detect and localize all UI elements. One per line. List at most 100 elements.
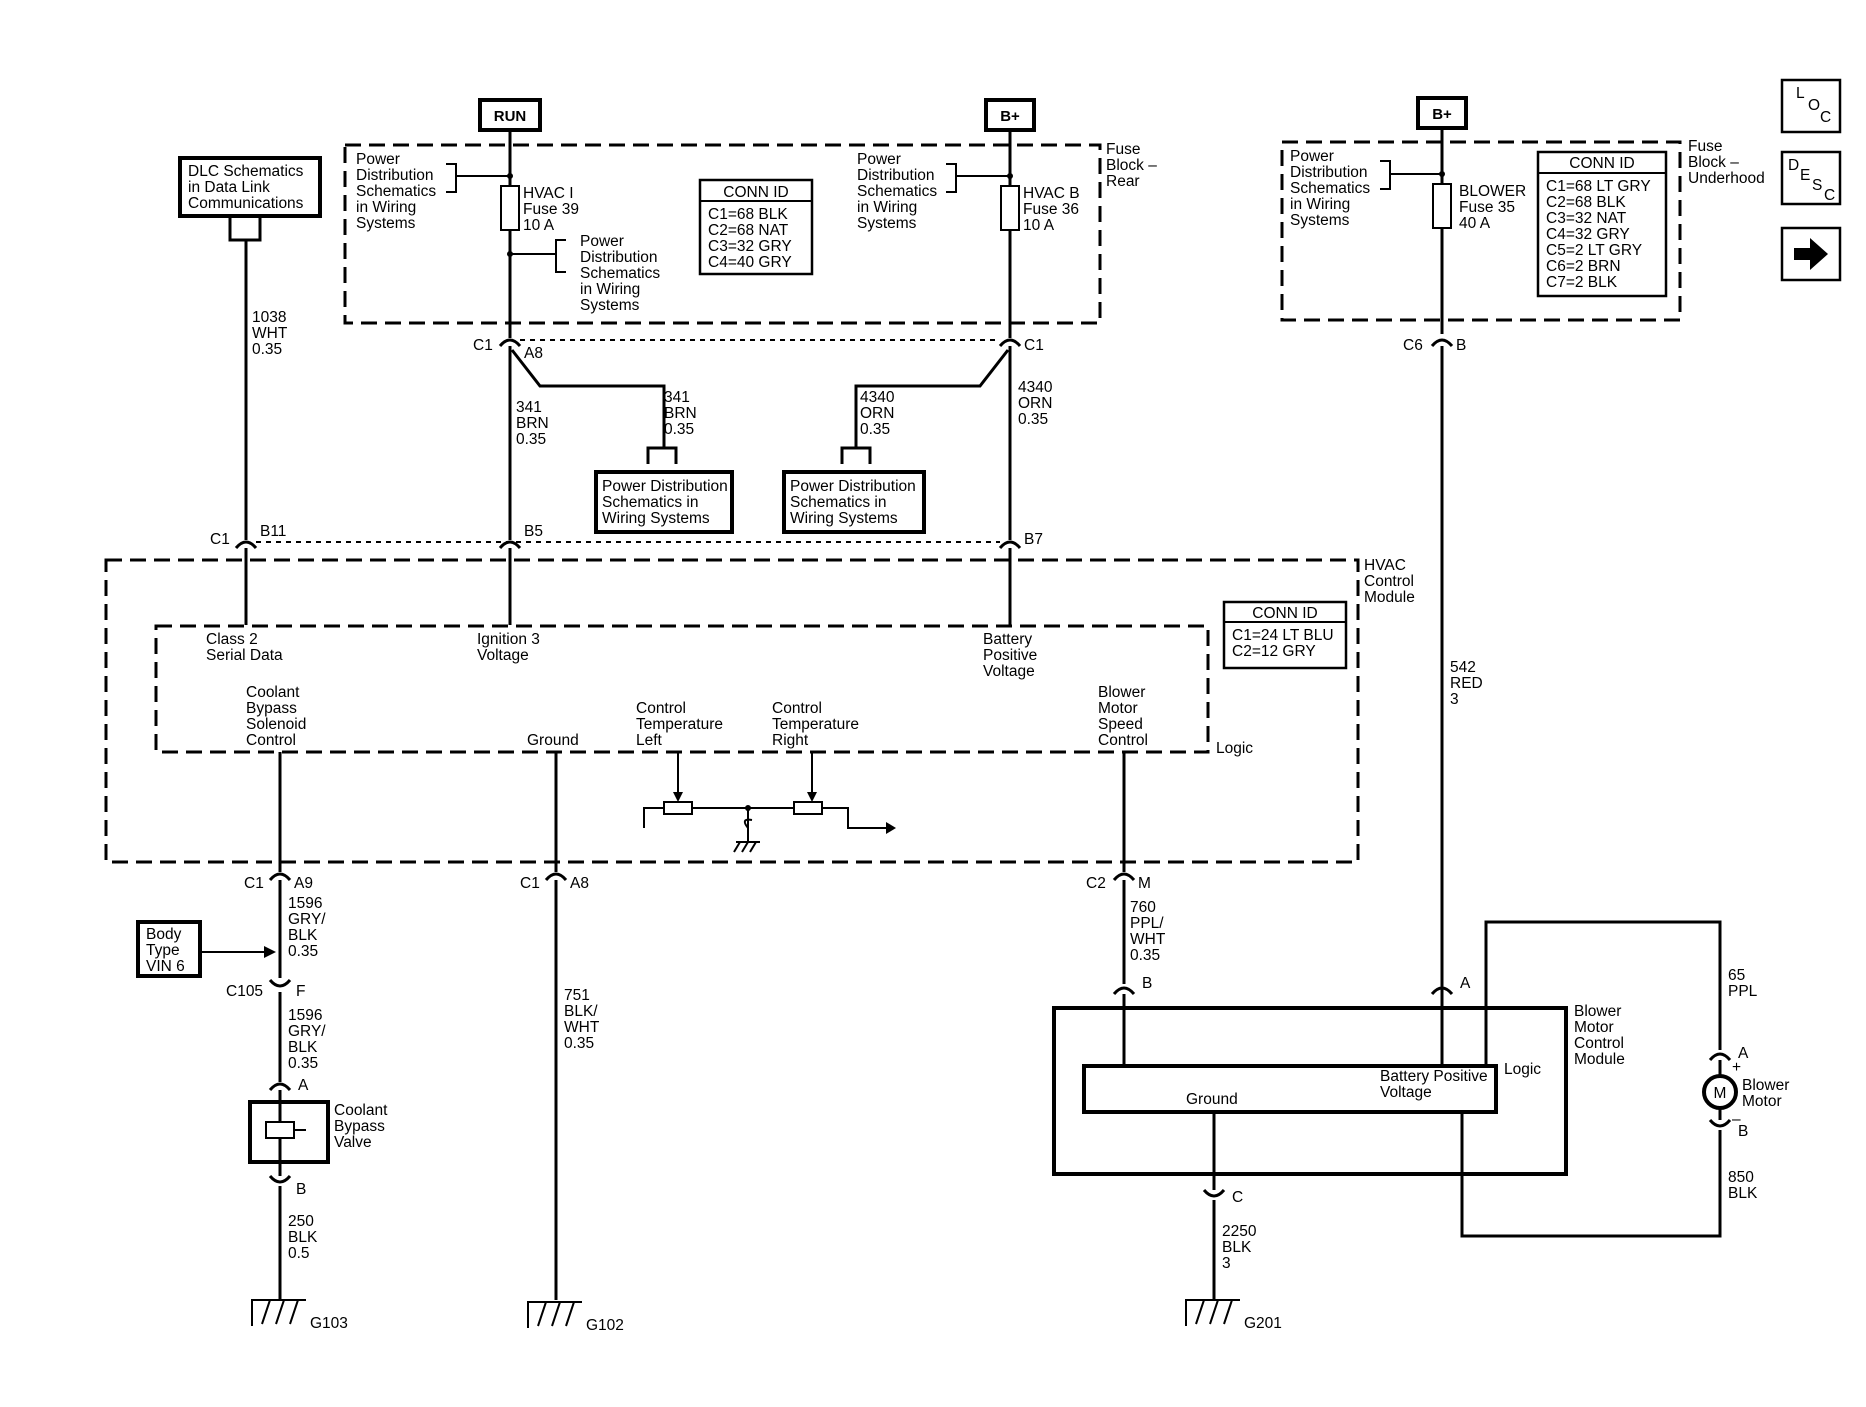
wire-2250-label: 2250 BLK 3 xyxy=(1222,1223,1257,1272)
svg-text:Underhood: Underhood xyxy=(1688,170,1765,187)
svg-text:Schematics in: Schematics in xyxy=(790,494,886,511)
fuse-block-underhood-label: Fuse Block – Underhood xyxy=(1688,138,1765,187)
pd-reference-left: Power Distribution Schematics in Wiring … xyxy=(356,151,508,232)
next-arrow-button[interactable] xyxy=(1780,226,1842,282)
svg-text:Valve: Valve xyxy=(334,1134,372,1151)
svg-text:3: 3 xyxy=(1222,1255,1231,1272)
temperature-actuator-circuit xyxy=(643,752,896,853)
svg-text:Serial Data: Serial Data xyxy=(206,647,283,664)
svg-text:Ignition 3: Ignition 3 xyxy=(477,631,540,648)
svg-text:Block –: Block – xyxy=(1688,154,1739,171)
svg-text:Motor: Motor xyxy=(1098,700,1138,717)
wire-341-main-label: 341 BRN 0.35 xyxy=(516,399,549,448)
svg-text:C1=24 LT BLU: C1=24 LT BLU xyxy=(1232,627,1334,644)
svg-text:HVAC: HVAC xyxy=(1364,557,1406,574)
conn-id-underhood: CONN ID C1=68 LT GRY C2=68 BLK C3=32 NAT… xyxy=(1536,150,1668,298)
c2-m-c2: C2 xyxy=(1086,875,1106,892)
wire-65-label: 65 PPL xyxy=(1728,967,1758,1000)
svg-text:0.35: 0.35 xyxy=(516,431,546,448)
desc-button[interactable]: D E S C xyxy=(1780,150,1842,206)
c1-a8-bottom-c1: C1 xyxy=(520,875,540,892)
svg-text:PPL: PPL xyxy=(1728,983,1758,1000)
fuse-block-rear-label: Fuse Block – Rear xyxy=(1106,141,1157,190)
hvac-ground-label: Ground xyxy=(527,732,579,749)
svg-text:0.5: 0.5 xyxy=(288,1245,310,1262)
svg-text:Coolant: Coolant xyxy=(334,1102,388,1119)
svg-text:Wiring Systems: Wiring Systems xyxy=(790,510,898,527)
svg-text:Fuse 39: Fuse 39 xyxy=(523,201,579,218)
hvac-module-outline xyxy=(104,558,1360,864)
wire-1596-lower-label: 1596 GRY/ BLK 0.35 xyxy=(288,1007,326,1072)
svg-text:1038: 1038 xyxy=(252,309,286,326)
svg-text:Class 2: Class 2 xyxy=(206,631,258,648)
svg-text:0.35: 0.35 xyxy=(252,341,282,358)
wire-760-label: 760 PPL/ WHT 0.35 xyxy=(1130,899,1166,964)
dlc-schematics-box[interactable]: DLC Schematics in Data Link Communicatio… xyxy=(178,156,322,218)
svg-text:ORN: ORN xyxy=(1018,395,1052,412)
hvac-module-label: HVAC Control Module xyxy=(1364,557,1415,606)
c1-a8-top-c1: C1 xyxy=(473,337,493,354)
svg-text:Control: Control xyxy=(1098,732,1148,749)
desc-letter-1: D xyxy=(1788,157,1799,174)
blower-speed-control-label: Blower Motor Speed Control xyxy=(1098,684,1148,749)
svg-text:3: 3 xyxy=(1450,691,1459,708)
body-type-box: Body Type VIN 6 xyxy=(136,920,202,978)
svg-text:Power Distribution: Power Distribution xyxy=(602,478,728,495)
svg-text:Power: Power xyxy=(857,151,901,168)
svg-text:250: 250 xyxy=(288,1213,314,1230)
svg-text:Battery: Battery xyxy=(983,631,1032,648)
pd-box-left[interactable]: Power Distribution Schematics in Wiring … xyxy=(594,470,734,534)
fuse-39-symbol xyxy=(500,185,520,231)
svg-text:1596: 1596 xyxy=(288,1007,322,1024)
c1-a8-top-a8: A8 xyxy=(524,345,543,362)
svg-text:C4=32 GRY: C4=32 GRY xyxy=(1546,226,1630,243)
c105-f-pin: F xyxy=(296,983,305,1000)
svg-text:GRY/: GRY/ xyxy=(288,911,326,928)
c6-b-label: B xyxy=(1456,337,1466,354)
hvac-logic-label: Logic xyxy=(1216,740,1253,757)
blower-motor-label: Blower Motor xyxy=(1742,1077,1789,1110)
svg-text:Distribution: Distribution xyxy=(356,167,434,184)
control-temp-right-label: Control Temperature Right xyxy=(772,700,859,749)
motor-b-pin: B xyxy=(1738,1123,1748,1140)
ground-g201-symbol xyxy=(1185,1299,1240,1326)
svg-text:in Wiring: in Wiring xyxy=(580,281,640,298)
svg-text:341: 341 xyxy=(516,399,542,416)
wire-850-label: 850 BLK xyxy=(1728,1169,1758,1202)
svg-text:Systems: Systems xyxy=(1290,212,1350,229)
svg-text:65: 65 xyxy=(1728,967,1745,984)
svg-text:RED: RED xyxy=(1450,675,1483,692)
bplus-rear-label: B+ xyxy=(1000,108,1020,125)
svg-text:CONN ID: CONN ID xyxy=(723,184,788,201)
svg-text:in Data Link: in Data Link xyxy=(188,179,270,196)
svg-text:BRN: BRN xyxy=(516,415,549,432)
loc-letter-3: C xyxy=(1820,109,1831,126)
hvac-logic-outline xyxy=(154,624,1210,754)
valve-a-pin: A xyxy=(298,1077,309,1094)
svg-text:0.35: 0.35 xyxy=(288,943,318,960)
svg-text:BLK: BLK xyxy=(1222,1239,1252,1256)
svg-text:Schematics: Schematics xyxy=(1290,180,1370,197)
svg-text:Rear: Rear xyxy=(1106,173,1140,190)
bplus-rear-power-source: B+ xyxy=(984,98,1036,132)
c6-label: C6 xyxy=(1403,337,1423,354)
pd-box-right[interactable]: Power Distribution Schematics in Wiring … xyxy=(782,470,926,534)
svg-text:Temperature: Temperature xyxy=(636,716,723,733)
bplus-underhood-power-source: B+ xyxy=(1416,96,1468,130)
svg-text:542: 542 xyxy=(1450,659,1476,676)
svg-text:760: 760 xyxy=(1130,899,1156,916)
svg-text:Fuse: Fuse xyxy=(1688,138,1722,155)
svg-text:850: 850 xyxy=(1728,1169,1754,1186)
svg-text:Schematics: Schematics xyxy=(356,183,436,200)
svg-text:Battery Positive: Battery Positive xyxy=(1380,1068,1488,1085)
svg-text:Module: Module xyxy=(1574,1051,1625,1068)
bmcm-battery-positive-label: Battery Positive Voltage xyxy=(1380,1068,1488,1101)
bmcm-logic-box xyxy=(1082,1064,1498,1114)
c105-label: C105 xyxy=(226,983,263,1000)
svg-text:Distribution: Distribution xyxy=(580,249,658,266)
svg-text:HVAC B: HVAC B xyxy=(1023,185,1080,202)
svg-text:4340: 4340 xyxy=(860,389,895,406)
svg-text:in Wiring: in Wiring xyxy=(356,199,416,216)
loc-button[interactable]: L O C xyxy=(1780,78,1842,134)
blower-motor-m: M xyxy=(1714,1085,1727,1102)
